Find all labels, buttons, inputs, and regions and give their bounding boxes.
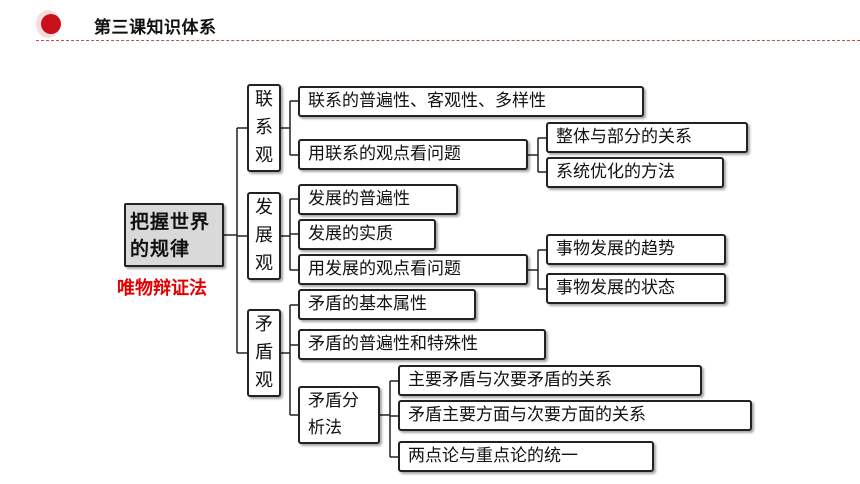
red-bullet-icon — [41, 14, 61, 34]
root-line-2: 的规律 — [130, 238, 191, 260]
node-lianxi-guan: 联 系 观 — [247, 84, 281, 172]
node-whole-part: 整体与部分的关系 — [546, 122, 748, 153]
node-char: 观 — [255, 253, 273, 274]
node-lianxi-properties: 联系的普遍性、客观性、多样性 — [298, 86, 644, 117]
node-fazhan-guan: 发 展 观 — [247, 192, 281, 280]
node-line: 析法 — [308, 418, 342, 438]
node-line: 矛盾分 — [308, 391, 359, 411]
node-development-trend: 事物发展的趋势 — [546, 234, 726, 265]
root-line-1: 把握世界 — [130, 211, 211, 233]
node-fazhan-universality: 发展的普遍性 — [298, 184, 458, 215]
node-principal-aspect: 矛盾主要方面与次要方面的关系 — [398, 400, 752, 431]
node-fazhan-essence: 发展的实质 — [298, 219, 436, 250]
node-char: 发 — [255, 197, 273, 218]
header-divider — [36, 40, 860, 41]
node-char: 盾 — [255, 342, 273, 363]
node-two-point-theory: 两点论与重点论的统一 — [398, 441, 654, 472]
node-principal-contradiction: 主要矛盾与次要矛盾的关系 — [398, 365, 702, 396]
node-char: 展 — [255, 225, 273, 246]
node-fazhan-method: 用发展的观点看问题 — [298, 254, 528, 285]
subtitle-label: 唯物辩证法 — [117, 278, 207, 299]
node-maodun-guan: 矛 盾 观 — [247, 309, 281, 397]
node-char: 观 — [255, 370, 273, 391]
node-maodun-universality: 矛盾的普遍性和特殊性 — [298, 329, 546, 360]
node-char: 系 — [255, 117, 273, 138]
node-development-state: 事物发展的状态 — [546, 273, 726, 304]
node-maodun-analysis: 矛盾分 析法 — [298, 386, 380, 444]
node-maodun-attributes: 矛盾的基本属性 — [298, 289, 476, 320]
node-char: 联 — [255, 89, 273, 110]
header-bar: 第三课知识体系 — [0, 0, 860, 50]
node-char: 矛 — [255, 314, 273, 335]
node-system-optimization: 系统优化的方法 — [546, 157, 724, 188]
node-lianxi-method: 用联系的观点看问题 — [298, 139, 528, 170]
page-title: 第三课知识体系 — [94, 18, 217, 38]
root-node: 把握世界 的规律 — [124, 203, 224, 267]
node-char: 观 — [255, 145, 273, 166]
